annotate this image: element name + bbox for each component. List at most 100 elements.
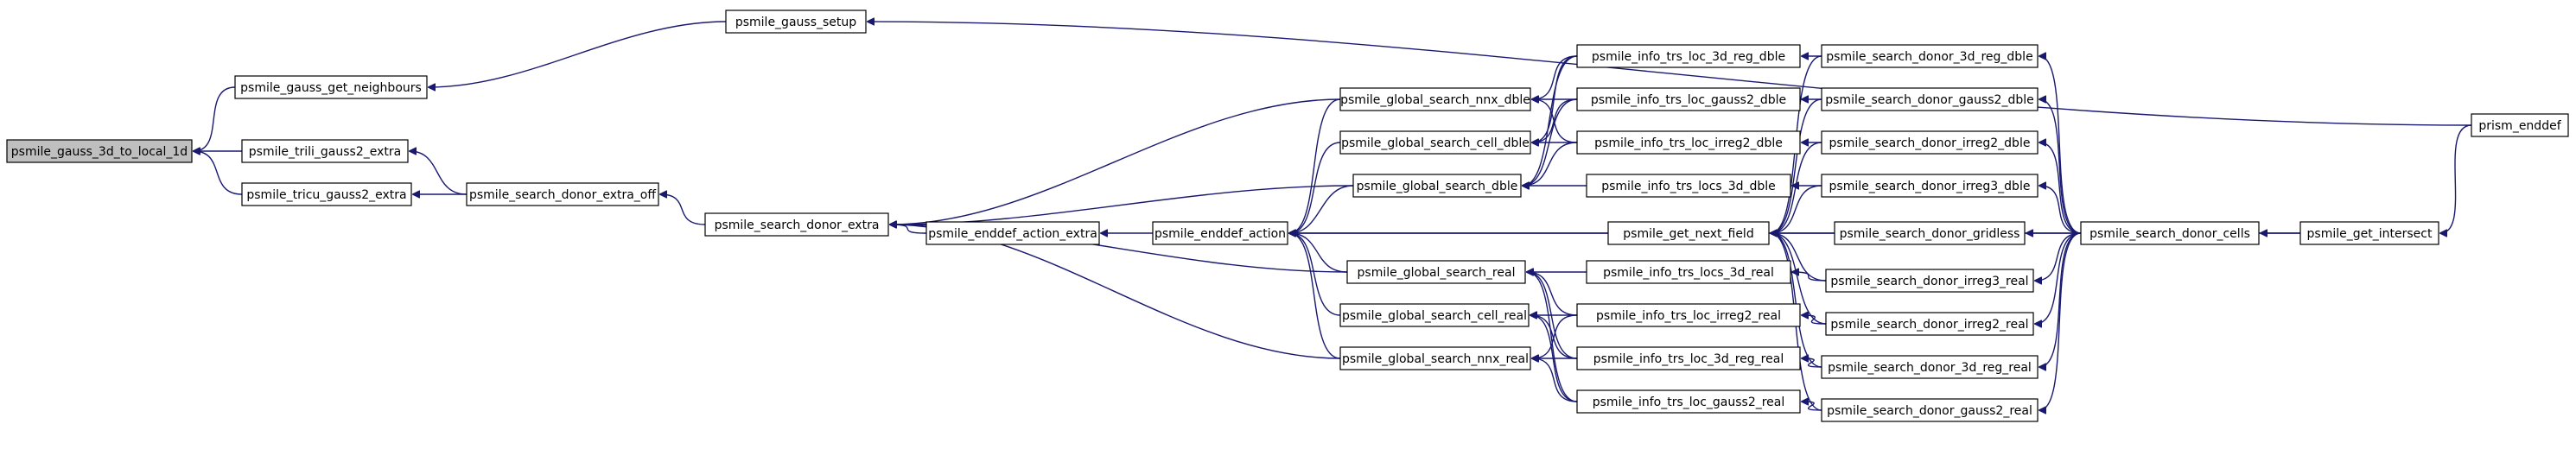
node-label: psmile_global_search_nnx_dble xyxy=(1340,93,1530,107)
node-label: psmile_global_search_cell_real xyxy=(1342,309,1527,323)
node-label: psmile_search_donor_irreg2_dble xyxy=(1829,136,2031,150)
node-psmile-search-donor-cells[interactable]: psmile_search_donor_cells xyxy=(2080,221,2260,245)
node-box xyxy=(704,212,889,237)
node-psmile-search-donor-gauss2-dble[interactable]: psmile_search_donor_gauss2_dble xyxy=(1821,87,2039,111)
node-psmile-search-donor-3d-reg-real[interactable]: psmile_search_donor_3d_reg_real xyxy=(1821,355,2039,379)
node-box xyxy=(1821,130,2039,155)
node-psmile-info-trs-loc-3d-reg-real[interactable]: psmile_info_trs_loc_3d_reg_real xyxy=(1576,346,1801,370)
node-box xyxy=(1339,87,1531,111)
node-psmile-search-donor-extra-off[interactable]: psmile_search_donor_extra_off xyxy=(466,182,659,206)
node-psmile-info-trs-loc-irreg2-real[interactable]: psmile_info_trs_loc_irreg2_real xyxy=(1576,303,1801,327)
edge-n21-to-n14 xyxy=(1532,314,1578,358)
node-box xyxy=(2471,113,2569,137)
node-psmile-search-donor-irreg2-real[interactable]: psmile_search_donor_irreg2_real xyxy=(1825,312,2034,336)
node-psmile-search-donor-gridless[interactable]: psmile_search_donor_gridless xyxy=(1834,221,2026,245)
node-box xyxy=(1586,174,1791,198)
node-psmile-search-donor-extra[interactable]: psmile_search_donor_extra xyxy=(704,212,889,237)
edge-n30-to-n19 xyxy=(1771,233,1827,325)
node-label: psmile_search_donor_gauss2_dble xyxy=(1825,93,2033,107)
edge-n33-to-n32 xyxy=(2039,232,2082,410)
node-label: prism_enddef xyxy=(2478,119,2561,133)
node-label: psmile_search_donor_irreg2_real xyxy=(1830,318,2028,332)
node-label: psmile_global_search_cell_dble xyxy=(1341,136,1530,150)
node-box xyxy=(1346,260,1526,284)
edge-n27-to-n19 xyxy=(1771,185,1822,233)
node-box xyxy=(2299,221,2439,245)
node-psmile-enddef-action[interactable]: psmile_enddef_action xyxy=(1152,221,1288,245)
node-label: psmile_trili_gauss2_extra xyxy=(249,145,401,159)
node-psmile-global-search-cell-real[interactable]: psmile_global_search_cell_real xyxy=(1339,303,1530,327)
node-box xyxy=(6,139,193,163)
node-psmile-gauss-3d-to-local-1d[interactable]: psmile_gauss_3d_to_local_1d xyxy=(6,139,193,163)
edge-n12-to-n8 xyxy=(1289,233,1348,273)
node-psmile-global-search-cell-dble[interactable]: psmile_global_search_cell_dble xyxy=(1339,130,1531,155)
node-psmile-info-trs-loc-gauss2-dble[interactable]: psmile_info_trs_loc_gauss2_dble xyxy=(1576,87,1801,111)
node-psmile-info-trs-loc-3d-reg-dble[interactable]: psmile_info_trs_loc_3d_reg_dble xyxy=(1576,44,1801,68)
node-box xyxy=(1352,174,1522,198)
node-psmile-trili-gauss2-extra[interactable]: psmile_trili_gauss2_extra xyxy=(241,139,409,163)
node-psmile-gauss-get-neighbours[interactable]: psmile_gauss_get_neighbours xyxy=(234,75,428,99)
edge-n33-to-n30 xyxy=(2035,232,2082,324)
nodes-layer: psmile_gauss_3d_to_local_1d psmile_gauss_… xyxy=(6,9,2569,422)
edge-n21-to-n12 xyxy=(1527,272,1578,316)
node-psmile-info-trs-loc-irreg2-dble[interactable]: psmile_info_trs_loc_irreg2_dble xyxy=(1576,130,1801,155)
node-psmile-search-donor-irreg3-real[interactable]: psmile_search_donor_irreg3_real xyxy=(1825,269,2034,293)
node-label: psmile_gauss_get_neighbours xyxy=(240,81,422,95)
node-box xyxy=(1825,312,2034,336)
node-psmile-info-trs-loc-gauss2-real[interactable]: psmile_info_trs_loc_gauss2_real xyxy=(1576,389,1801,414)
node-psmile-search-donor-gauss2-real[interactable]: psmile_search_donor_gauss2_real xyxy=(1821,398,2039,422)
node-psmile-enddef-action-extra[interactable]: psmile_enddef_action_extra xyxy=(925,221,1100,245)
node-label: psmile_search_donor_irreg3_real xyxy=(1830,275,2028,288)
node-box xyxy=(1576,130,1801,155)
edge-n15-to-n11 xyxy=(1523,55,1578,186)
node-box xyxy=(234,75,428,99)
node-label: psmile_enddef_action_extra xyxy=(928,227,1097,241)
node-box xyxy=(1607,221,1770,245)
node-label: psmile_search_donor_irreg3_dble xyxy=(1829,180,2031,193)
node-box xyxy=(925,221,1100,245)
node-label: psmile_get_next_field xyxy=(1623,227,1753,241)
node-label: psmile_gauss_3d_to_local_1d xyxy=(11,145,188,159)
node-label: psmile_info_trs_locs_3d_dble xyxy=(1601,180,1776,193)
edge-n15-to-n9 xyxy=(1532,55,1578,99)
edge-n33-to-n25 xyxy=(2039,99,2082,234)
node-psmile-global-search-dble[interactable]: psmile_global_search_dble xyxy=(1352,174,1522,198)
node-box xyxy=(241,139,409,163)
node-box xyxy=(1339,346,1531,370)
node-box xyxy=(1576,389,1801,414)
node-psmile-search-donor-3d-reg-dble[interactable]: psmile_search_donor_3d_reg_dble xyxy=(1821,44,2039,68)
node-psmile-info-trs-locs-3d-dble[interactable]: psmile_info_trs_locs_3d_dble xyxy=(1586,174,1791,198)
node-label: psmile_info_trs_locs_3d_real xyxy=(1603,266,1774,280)
edge-n14-to-n8 xyxy=(1289,233,1341,359)
node-psmile-global-search-real[interactable]: psmile_global_search_real xyxy=(1346,260,1526,284)
node-box xyxy=(1821,87,2039,111)
edge-n1-to-n0 xyxy=(194,86,236,151)
node-psmile-search-donor-irreg3-dble[interactable]: psmile_search_donor_irreg3_dble xyxy=(1821,174,2039,198)
node-box xyxy=(1152,221,1288,245)
node-prism-enddef[interactable]: prism_enddef xyxy=(2471,113,2569,137)
node-label: psmile_info_trs_loc_3d_reg_real xyxy=(1593,352,1784,366)
edge-n29-to-n19 xyxy=(1771,233,1827,282)
edge-n17-to-n11 xyxy=(1523,142,1578,186)
node-box xyxy=(1821,355,2039,379)
node-box xyxy=(241,182,412,206)
node-label: psmile_search_donor_cells xyxy=(2089,227,2250,241)
edge-n26-to-n19 xyxy=(1771,142,1822,233)
edge-n33-to-n29 xyxy=(2035,232,2082,281)
node-psmile-global-search-nnx-real[interactable]: psmile_global_search_nnx_real xyxy=(1339,346,1531,370)
node-box xyxy=(466,182,659,206)
edge-n4-to-n1 xyxy=(429,21,727,87)
node-psmile-get-intersect[interactable]: psmile_get_intersect xyxy=(2299,221,2439,245)
node-label: psmile_tricu_gauss2_extra xyxy=(246,188,406,202)
node-box xyxy=(1339,130,1531,155)
node-box xyxy=(1821,44,2039,68)
edge-n3-to-n0 xyxy=(194,151,243,195)
node-psmile-global-search-nnx-dble[interactable]: psmile_global_search_nnx_dble xyxy=(1339,87,1531,111)
edges-layer xyxy=(194,21,2472,410)
node-psmile-search-donor-irreg2-dble[interactable]: psmile_search_donor_irreg2_dble xyxy=(1821,130,2039,155)
node-psmile-get-next-field[interactable]: psmile_get_next_field xyxy=(1607,221,1770,245)
node-label: psmile_info_trs_loc_irreg2_real xyxy=(1596,309,1781,323)
node-psmile-info-trs-locs-3d-real[interactable]: psmile_info_trs_locs_3d_real xyxy=(1586,260,1791,284)
node-psmile-tricu-gauss2-extra[interactable]: psmile_tricu_gauss2_extra xyxy=(241,182,412,206)
node-psmile-gauss-setup[interactable]: psmile_gauss_setup xyxy=(725,9,867,34)
